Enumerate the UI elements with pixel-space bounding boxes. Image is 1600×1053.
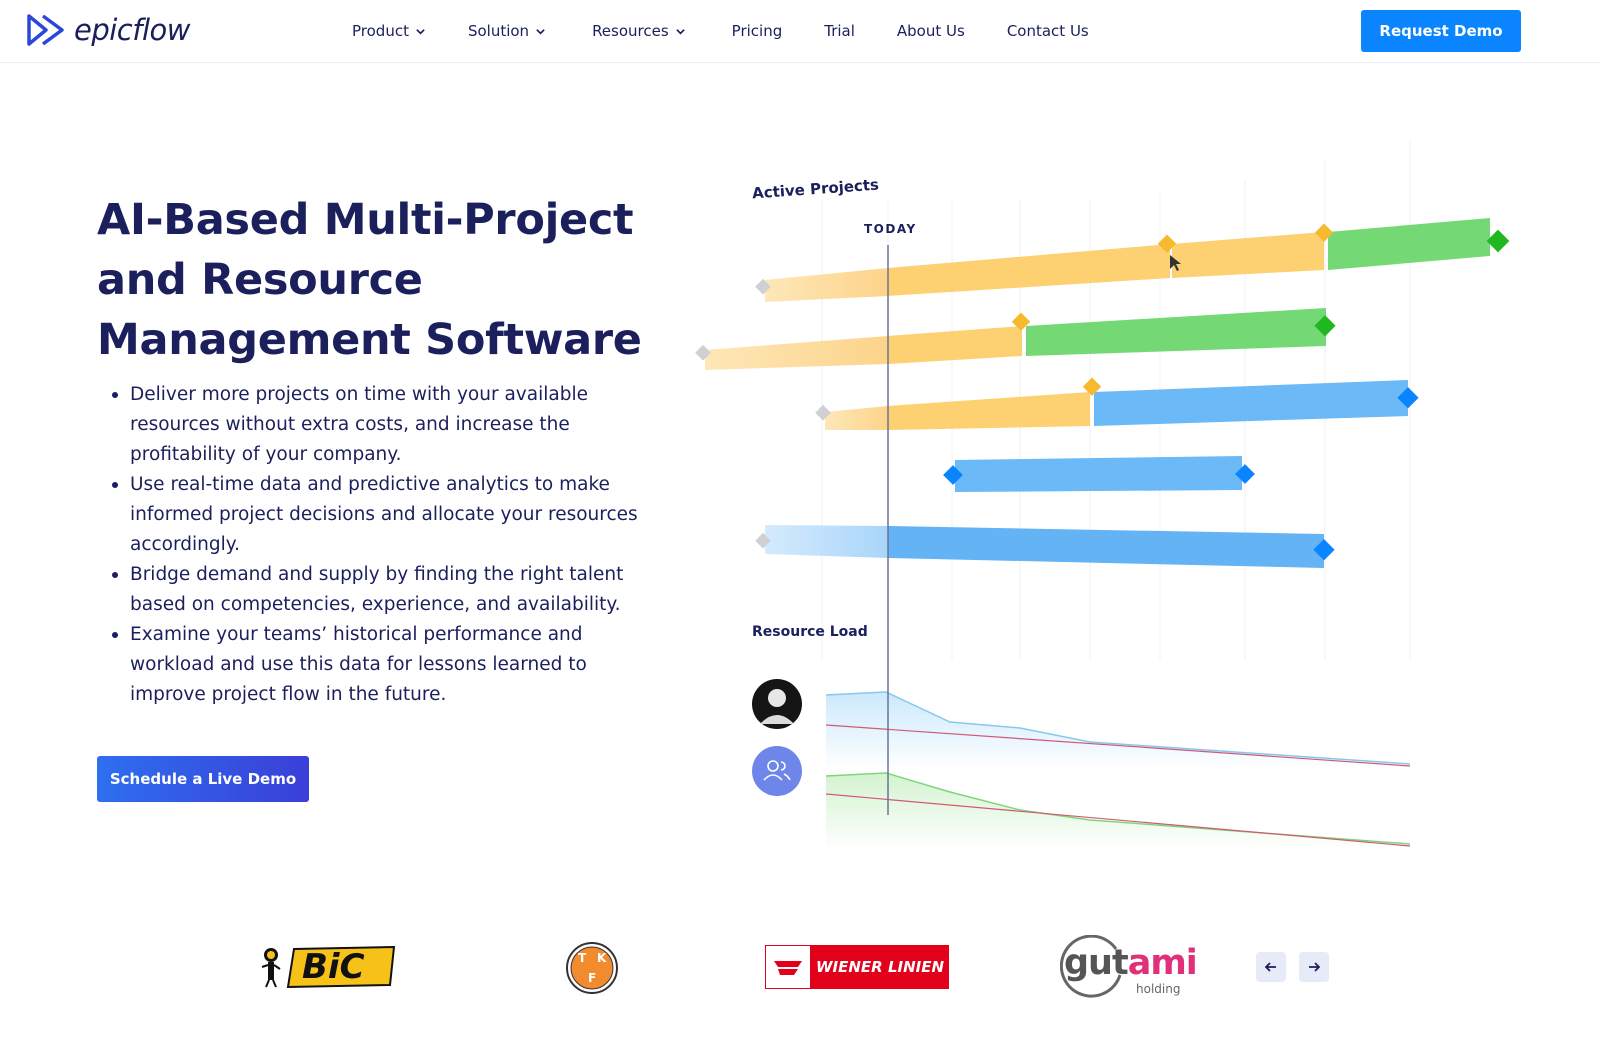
tkf-letter: K [597,951,607,965]
nav-about-us-label: About Us [896,22,965,40]
nav-trial-label: Trial [824,22,855,40]
nav-resources-label: Resources [592,22,669,40]
project-row-4 [943,456,1255,492]
benefit-item: Bridge demand and supply by finding the … [108,560,648,620]
title-line: Management Software [97,315,642,365]
request-demo-button[interactable]: Request Demo [1361,10,1521,52]
carousel-next-button[interactable] [1299,952,1329,982]
schedule-live-demo-button[interactable]: Schedule a Live Demo [97,756,309,802]
nav-contact-us[interactable]: Contact Us [1007,22,1089,40]
project-row-5 [755,525,1335,568]
project-row-2 [695,308,1336,370]
nav-resources[interactable]: Resources [592,22,686,40]
wiener-linien-emblem [766,946,810,988]
bic-mascot-icon [261,945,396,989]
arrow-left-icon [1264,962,1276,972]
nav-solution-label: Solution [467,22,530,40]
gantt-graphic [695,140,1510,850]
nav-contact-us-label: Contact Us [1006,22,1089,40]
wiener-linien-flag-icon [774,961,802,975]
tkf-logo: T K F [565,941,619,995]
arrow-right-icon [1309,962,1321,972]
avatar [752,679,802,729]
nav-about-us[interactable]: About Us [897,22,965,40]
client-logos: BiC T K F WIENER LINIEN gutami holding [0,925,1600,1015]
nav-solution[interactable]: Solution [468,22,546,40]
gutami-accent [1122,943,1182,983]
benefit-item: Examine your teams’ historical performan… [108,620,648,710]
chevron-down-icon [675,28,685,35]
tkf-letter: F [588,971,597,985]
nav-trial[interactable]: Trial [824,22,855,40]
tkf-emblem-icon [566,942,618,994]
wiener-linien-logo: WIENER LINIEN [765,945,949,989]
gutami-logo: gutami holding [1060,935,1198,1001]
benefit-item: Deliver more projects on time with your … [108,380,648,470]
nav-pricing-label: Pricing [731,22,783,40]
project-row-1 [755,218,1510,302]
chevron-down-icon [416,28,425,35]
nav-product[interactable]: Product [352,22,426,40]
title-line: AI-Based Multi-Project [97,195,634,245]
epicflow-logo[interactable]: epicflow [26,13,190,47]
bic-logo: BiC [258,943,398,991]
resource-load-chart [825,691,1411,850]
site-header: epicflow Product Solution Resources Pric… [0,0,1600,63]
benefits-list: Deliver more projects on time with your … [108,380,648,710]
carousel-prev-button[interactable] [1256,952,1286,982]
gantt-illustration: Active Projects TODAY Resource Load [680,120,1580,880]
main-nav: Product Solution Resources Pricing Trial… [352,0,1089,62]
nav-product-label: Product [352,22,409,40]
page-title: AI-Based Multi-Project and Resource Mana… [97,190,657,370]
bic-wordmark: BiC [302,947,365,987]
cursor-icon [1170,255,1181,271]
epicflow-logo-icon [27,14,64,46]
gutami-subtitle: holding [1136,982,1181,996]
project-row-3 [815,377,1419,430]
logo-wordmark: epicflow [74,13,190,47]
resource-load-label: Resource Load [752,624,868,640]
benefit-item: Use real-time data and predictive analyt… [108,470,648,560]
nav-pricing[interactable]: Pricing [732,22,783,40]
chevron-down-icon [536,28,545,35]
gutami-wordmark: gutami [1064,943,1198,983]
gutami-ring-icon [1060,935,1122,998]
today-label: TODAY [864,222,917,236]
wiener-linien-wordmark: WIENER LINIEN [816,958,945,976]
team-avatar [752,746,802,796]
tkf-letter: T [578,951,587,965]
title-line: and Resource [97,255,423,305]
